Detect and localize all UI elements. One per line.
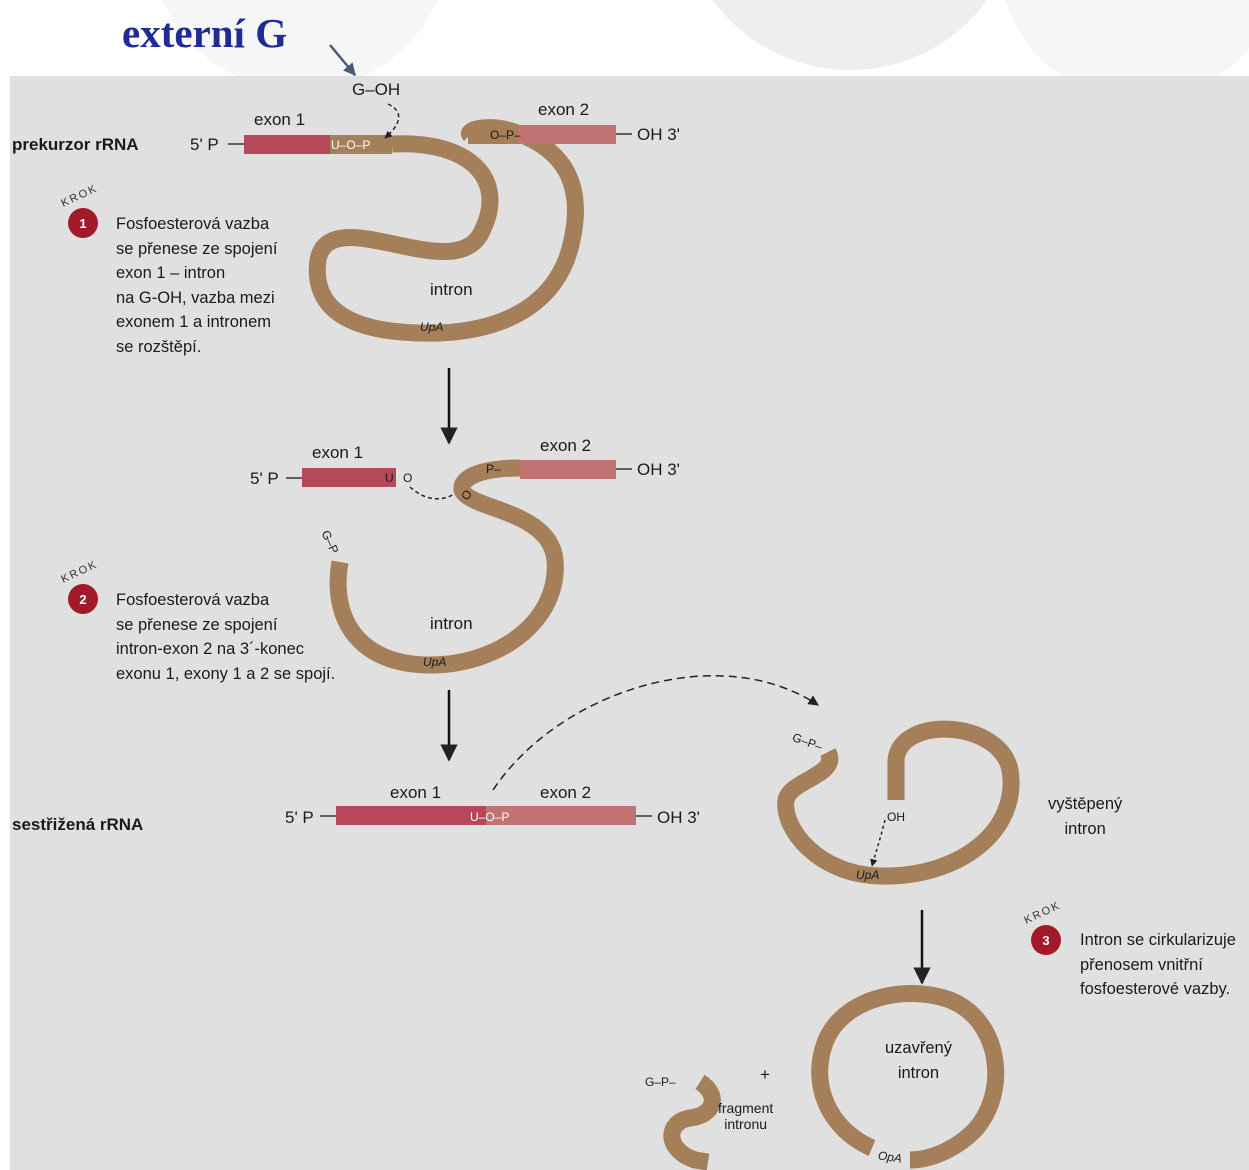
krok-label-2: KROK xyxy=(59,558,100,586)
gp-label-fragment: G–P– xyxy=(645,1075,676,1089)
exon1-label-mid: exon 1 xyxy=(312,443,364,462)
exon1-bar-bottom xyxy=(336,806,486,825)
step-badge-3: 3 xyxy=(1031,925,1061,955)
precursor-rna xyxy=(228,103,632,342)
exon2-label-bottom: exon 2 xyxy=(540,783,592,802)
oh-attack-dashed xyxy=(870,819,886,867)
g-oh-label: G–OH xyxy=(352,80,401,99)
spliced-rna xyxy=(320,675,819,825)
oh-label-excised: OH xyxy=(887,810,905,824)
circular-intron-label: uzavřený intron xyxy=(885,1039,952,1082)
intron-bar-top-right xyxy=(468,125,518,144)
intron-label-top: intron xyxy=(430,280,473,299)
p-label-mid: P– xyxy=(486,462,501,476)
goh-attack-arrow xyxy=(384,103,400,139)
uop-label-bottom: U–O–P xyxy=(470,810,510,824)
headline-pointer-arrow xyxy=(329,44,356,76)
five-prime-label-top: 5' P xyxy=(190,135,219,154)
excised-intron-label: vyštěpený intron xyxy=(1048,795,1123,838)
fragment-label: fragment intronu xyxy=(718,1100,774,1132)
upa-label-excised: UpA xyxy=(856,868,880,882)
five-prime-label-bottom: 5' P xyxy=(285,808,314,827)
upa-label-top: UpA xyxy=(420,320,444,334)
intron-loop-mid xyxy=(329,459,564,674)
op-label-top: O–P– xyxy=(490,128,521,142)
three-prime-label-mid: OH 3' xyxy=(637,460,680,479)
precursor-row-label: prekurzor rRNA xyxy=(12,135,139,154)
plus-sign: + xyxy=(760,1065,770,1084)
exon2-bar-mid xyxy=(520,460,616,479)
step-badge-1: 1 xyxy=(68,208,98,238)
u-label-mid: U xyxy=(385,471,394,485)
final-products xyxy=(663,985,1005,1170)
exon1-bar-mid xyxy=(302,468,396,487)
three-prime-label-top: OH 3' xyxy=(637,125,680,144)
krok-label-3: KROK xyxy=(1022,899,1063,927)
intron-fragment-shape xyxy=(663,1074,721,1170)
step1-description: Fosfoesterová vazba se přenese ze spojen… xyxy=(116,215,278,356)
step3-description: Intron se cirkularizuje přenosem vnitřní… xyxy=(1080,931,1236,998)
headline-external-g: externí G xyxy=(122,10,288,56)
step2-description: Fosfoesterová vazba se přenese ze spojen… xyxy=(116,591,336,683)
intron-bar-top xyxy=(330,135,392,154)
intron-loop-top xyxy=(308,119,584,342)
exon2-bar-top xyxy=(518,125,616,144)
three-prime-label-bottom: OH 3' xyxy=(657,808,700,827)
excision-dashed-arrow xyxy=(492,675,819,791)
excised-intron xyxy=(777,720,1020,885)
step-badge-2: 2 xyxy=(68,584,98,614)
krok-label-1: KROK xyxy=(59,182,100,210)
spliced-row-label: sestřižená rRNA xyxy=(12,815,144,834)
uop-label-top: U–O–P xyxy=(331,138,371,152)
exon1-label-top: exon 1 xyxy=(254,110,306,129)
excised-intron-loop xyxy=(777,720,1020,885)
diagram-panel xyxy=(10,76,1249,1170)
exon1-bar-top xyxy=(244,135,330,154)
upa-label-mid: UpA xyxy=(423,655,447,669)
exon2-bar-bottom xyxy=(486,806,636,825)
exon2-label-top: exon 2 xyxy=(538,100,590,119)
exon1-label-bottom: exon 1 xyxy=(390,783,442,802)
intron-label-mid: intron xyxy=(430,614,473,633)
intermediate-rna xyxy=(286,459,632,674)
five-prime-label-mid: 5' P xyxy=(250,469,279,488)
exon2-label-mid: exon 2 xyxy=(540,436,592,455)
o-label-mid-left: O xyxy=(403,471,413,485)
circular-intron-ring xyxy=(811,985,1005,1169)
